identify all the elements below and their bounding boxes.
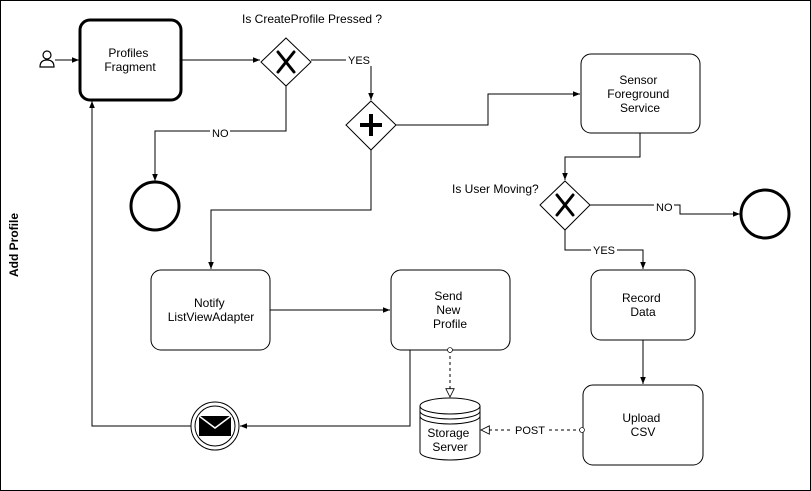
flow-parallel-to-notify[interactable] (208, 150, 372, 269)
edge-label-no: NO (212, 128, 229, 140)
task-label-line: Fragment (104, 60, 156, 74)
datastore-label-line: Storage (427, 426, 469, 440)
storage-server-datastore[interactable]: Storage Server (419, 397, 481, 461)
gateway-question: Is User Moving? (452, 182, 539, 196)
svg-text:Profiles Fragment: Profiles Fragment (104, 46, 156, 74)
task-label-line: Foreground (607, 87, 669, 101)
gateway-user-moving[interactable] (539, 180, 591, 231)
task-send-new-profile[interactable]: Send New Profile (390, 269, 511, 351)
task-label-line: Service (620, 101, 660, 115)
task-upload-csv[interactable]: Upload CSV (582, 384, 704, 466)
svg-text:Upload CSV: Upload CSV (622, 411, 663, 439)
task-label-line: Notify (194, 296, 225, 310)
envelope-icon (198, 415, 232, 436)
task-label-line: Upload (622, 411, 660, 425)
task-record-data[interactable]: Record Data (590, 269, 696, 341)
user-icon (39, 50, 55, 68)
message-event[interactable] (190, 401, 240, 451)
flow-moving-no[interactable] (590, 204, 740, 217)
end-event-no-create[interactable] (129, 180, 181, 232)
task-label-line: Sensor (619, 73, 657, 87)
task-label-line: Profile (433, 317, 467, 331)
pool-title: Add Profile (7, 213, 21, 277)
svg-text:Storage Server: Storage Server (427, 426, 472, 454)
edge-label-no: NO (656, 202, 673, 214)
task-label-line: CSV (631, 425, 656, 439)
flow-send-to-message[interactable] (240, 350, 411, 429)
svg-text:Sensor Foreground: Sensor Foreground Service (607, 73, 672, 115)
start-event[interactable] (39, 50, 55, 68)
end-event-not-moving[interactable] (739, 188, 791, 240)
svg-text:Record Data: Record Data (622, 291, 664, 319)
task-label-line: Record (622, 291, 661, 305)
svg-text:Send New Profile: Send New Profile (433, 289, 467, 331)
task-label-line: Send (434, 289, 462, 303)
task-notify-listviewadapter[interactable]: Notify ListViewAdapter (150, 269, 271, 351)
task-profiles-fragment[interactable]: Profiles Fragment (78, 18, 183, 102)
edge-label-post: POST (515, 425, 545, 437)
flow-sensor-to-moving[interactable] (562, 133, 641, 180)
flow-parallel-to-sensor[interactable] (396, 91, 580, 126)
x-icon (276, 50, 296, 74)
gateway-question: Is CreateProfile Pressed ? (242, 12, 382, 26)
task-sensor-foreground-service[interactable]: Sensor Foreground Service (580, 53, 701, 134)
x-icon (555, 193, 575, 217)
task-label-line: ListViewAdapter (168, 310, 255, 324)
edge-label-yes: YES (593, 245, 615, 257)
task-label-line: New (436, 303, 460, 317)
plus-icon (360, 114, 382, 136)
flow-message-to-profiles[interactable] (89, 101, 191, 427)
datastore-label-line: Server (432, 440, 467, 454)
task-label-line: Profiles (108, 46, 148, 60)
task-label-line: Data (630, 305, 656, 319)
edge-label-yes: YES (348, 55, 370, 67)
svg-text:Notify ListViewAdapter: Notify ListViewAdapter (168, 296, 255, 324)
